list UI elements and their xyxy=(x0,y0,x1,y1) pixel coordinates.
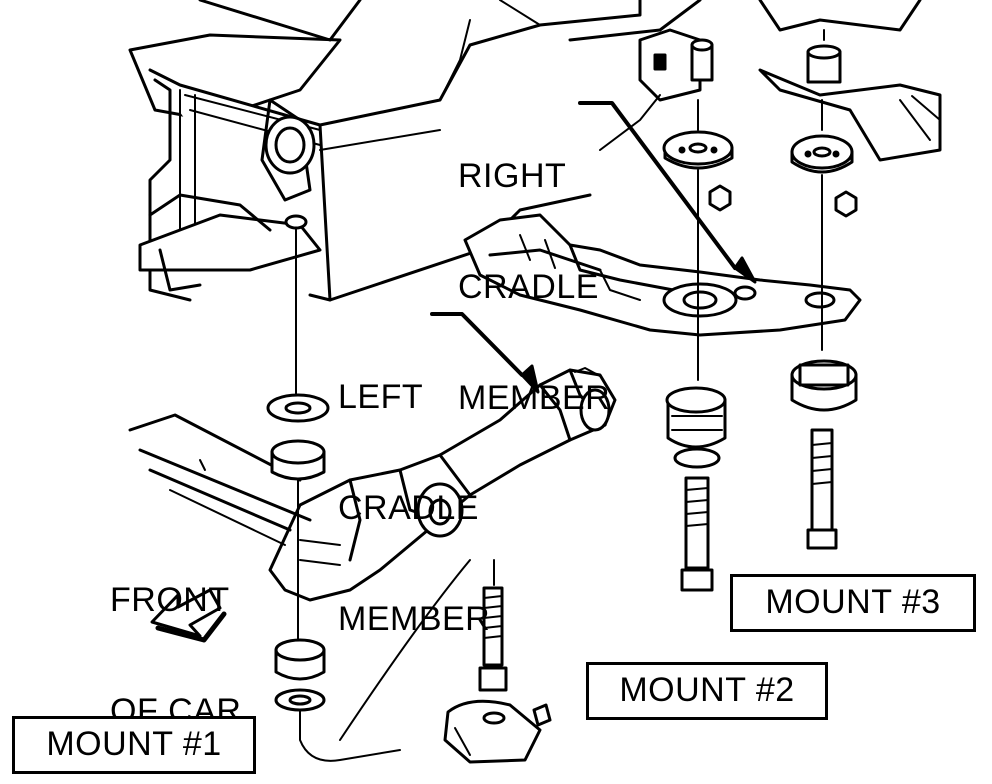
upper-right-body-frame xyxy=(568,0,942,162)
right-cradle-member xyxy=(463,213,862,337)
mount-1-label: MOUNT #1 xyxy=(12,716,256,774)
label-line: CRADLE xyxy=(338,489,479,527)
vehicle-body-frame xyxy=(128,0,642,302)
mount-3-hardware-left xyxy=(662,38,734,592)
label-line: FRONT xyxy=(110,581,230,619)
label-line: LEFT xyxy=(338,378,424,416)
mount-3-label: MOUNT #3 xyxy=(730,574,976,632)
front-direction-arrow-icon xyxy=(150,588,227,643)
mount-2-hardware xyxy=(339,559,552,764)
label-line: RIGHT xyxy=(458,157,567,195)
front-crossmember-rails xyxy=(128,413,312,546)
left-cradle-member xyxy=(268,367,617,602)
right-cradle-member-label: RIGHT CRADLE MEMBER xyxy=(458,84,610,454)
left-cradle-member-label: LEFT CRADLE MEMBER xyxy=(338,305,490,675)
leader-lines xyxy=(430,101,757,394)
mount-1-hardware xyxy=(266,214,401,762)
label-line: MEMBER xyxy=(458,379,611,417)
label-line: MEMBER xyxy=(338,600,491,638)
mount-2-label: MOUNT #2 xyxy=(586,662,828,720)
mount-3-hardware-right xyxy=(790,29,858,550)
label-line: CRADLE xyxy=(458,268,599,306)
